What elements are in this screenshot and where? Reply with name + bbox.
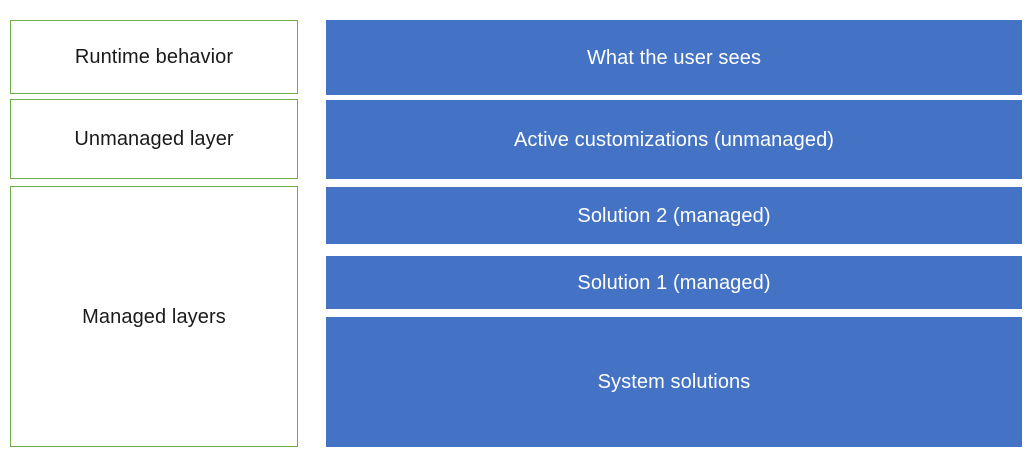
stack-bar-solution-1: Solution 1 (managed) (326, 256, 1022, 309)
label-box-managed-layers-text: Managed layers (82, 305, 226, 328)
label-box-runtime-behavior-text: Runtime behavior (74, 46, 234, 68)
label-box-unmanaged-layer: Unmanaged layer (10, 99, 298, 179)
stack-bar-system-solutions-text: System solutions (597, 371, 751, 393)
stack-bar-what-the-user-sees-text: What the user sees (586, 46, 762, 69)
stack-bar-active-customizations: Active customizations (unmanaged) (326, 100, 1022, 179)
label-box-runtime-behavior: Runtime behavior (10, 20, 298, 94)
stack-bar-active-customizations-text: Active customizations (unmanaged) (513, 128, 835, 151)
stack-bar-what-the-user-sees: What the user sees (326, 20, 1022, 95)
stack-bar-solution-1-text: Solution 1 (managed) (577, 271, 771, 294)
label-box-unmanaged-layer-text: Unmanaged layer (74, 128, 234, 150)
stack-bar-system-solutions: System solutions (326, 317, 1022, 447)
stack-bar-solution-2: Solution 2 (managed) (326, 187, 1022, 244)
stack-bar-solution-2-text: Solution 2 (managed) (577, 204, 771, 227)
label-box-managed-layers: Managed layers (10, 186, 298, 447)
